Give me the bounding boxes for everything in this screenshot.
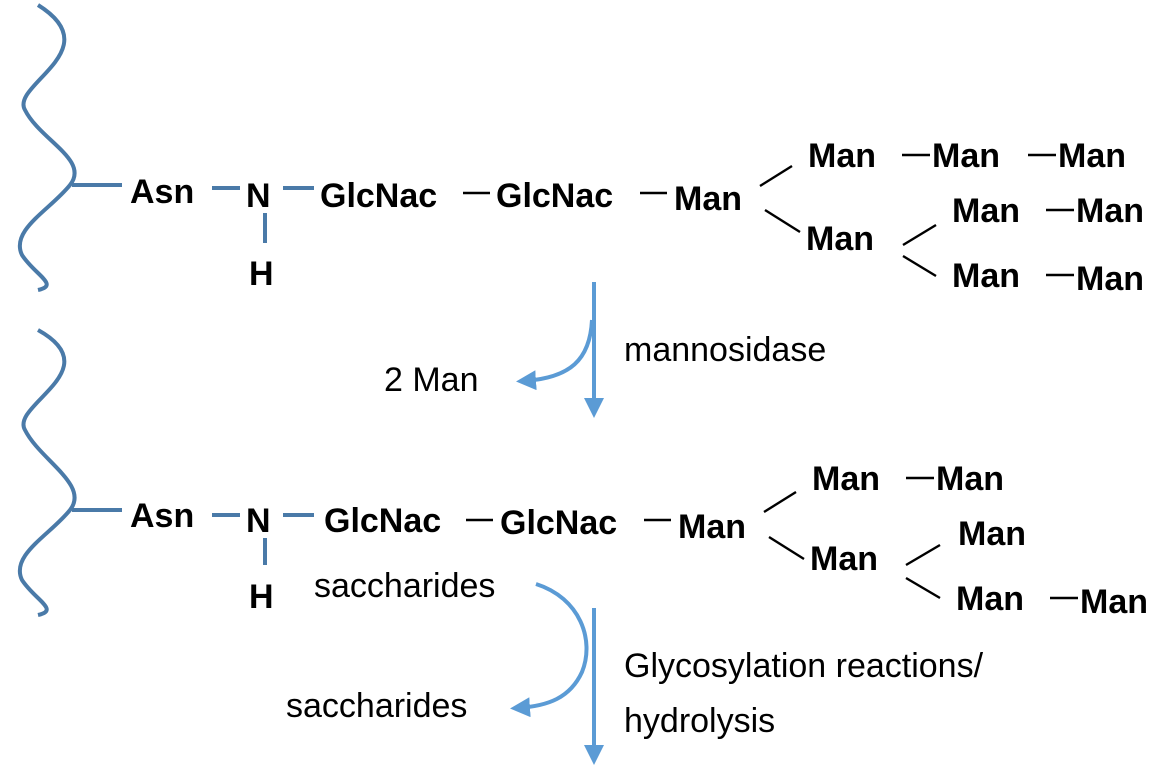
hydrogen-label-2: H (249, 578, 274, 616)
branch-upper-man-1-label-2: Man (958, 515, 1026, 553)
nitrogen-label-2: N (246, 502, 271, 540)
upper-man-1-label-1: Man (808, 137, 876, 175)
asn-label-1: Asn (130, 173, 194, 211)
step-2-exchange-arrow (510, 582, 589, 718)
core-lower-bond-2 (768, 535, 805, 561)
branch-lower-bond-2 (905, 576, 941, 600)
saccharides-input-label: saccharides (314, 567, 495, 605)
core-upper-bond-2 (763, 490, 797, 514)
hydrogen-label-1: H (249, 255, 274, 293)
glcnac-2-label-1: GlcNac (496, 177, 613, 215)
glcnac-1-label-2: GlcNac (324, 502, 441, 540)
upper-man-2-label-1: Man (932, 137, 1000, 175)
branch-upper-man-1-label-1: Man (952, 192, 1020, 230)
branch-upper-bond-2 (905, 543, 941, 567)
branch-lower-man-2-label-1: Man (1076, 260, 1144, 298)
branch-lower-man-1-label-2: Man (956, 580, 1024, 618)
man-core-label-2: Man (678, 508, 746, 546)
man-core-label-1: Man (674, 180, 742, 218)
upper-man-2-label-2: Man (936, 460, 1004, 498)
released-mannose-label: 2 Man (384, 361, 479, 399)
core-upper-bond-1 (759, 164, 793, 188)
branch-lower-man-1-label-1: Man (952, 257, 1020, 295)
glcnac-1-label-1: GlcNac (320, 177, 437, 215)
protein-backbone-wave-2 (17, 328, 77, 617)
branch-lower-bond-1 (902, 254, 937, 278)
branch-upper-bond-1 (902, 223, 937, 247)
branch-man-label-2: Man (810, 540, 878, 578)
branch-man-label-1: Man (806, 220, 874, 258)
protein-backbone-wave-1 (17, 3, 77, 292)
branch-upper-man-2-label-1: Man (1076, 192, 1144, 230)
step-1-release-arrow (516, 319, 594, 391)
mannosidase-label: mannosidase (624, 331, 826, 369)
saccharides-output-label: saccharides (286, 687, 467, 725)
asn-label-2: Asn (130, 497, 194, 535)
glcnac-2-label-2: GlcNac (500, 504, 617, 542)
branch-lower-man-2-label-2: Man (1080, 583, 1148, 621)
upper-man-3-label-1: Man (1058, 137, 1126, 175)
core-lower-bond-1 (764, 208, 801, 234)
glycosylation-label-line-1: Glycosylation reactions/ (624, 647, 984, 685)
glycosylation-label-line-2: hydrolysis (624, 702, 775, 740)
nitrogen-label-1: N (246, 177, 271, 215)
upper-man-1-label-2: Man (812, 460, 880, 498)
